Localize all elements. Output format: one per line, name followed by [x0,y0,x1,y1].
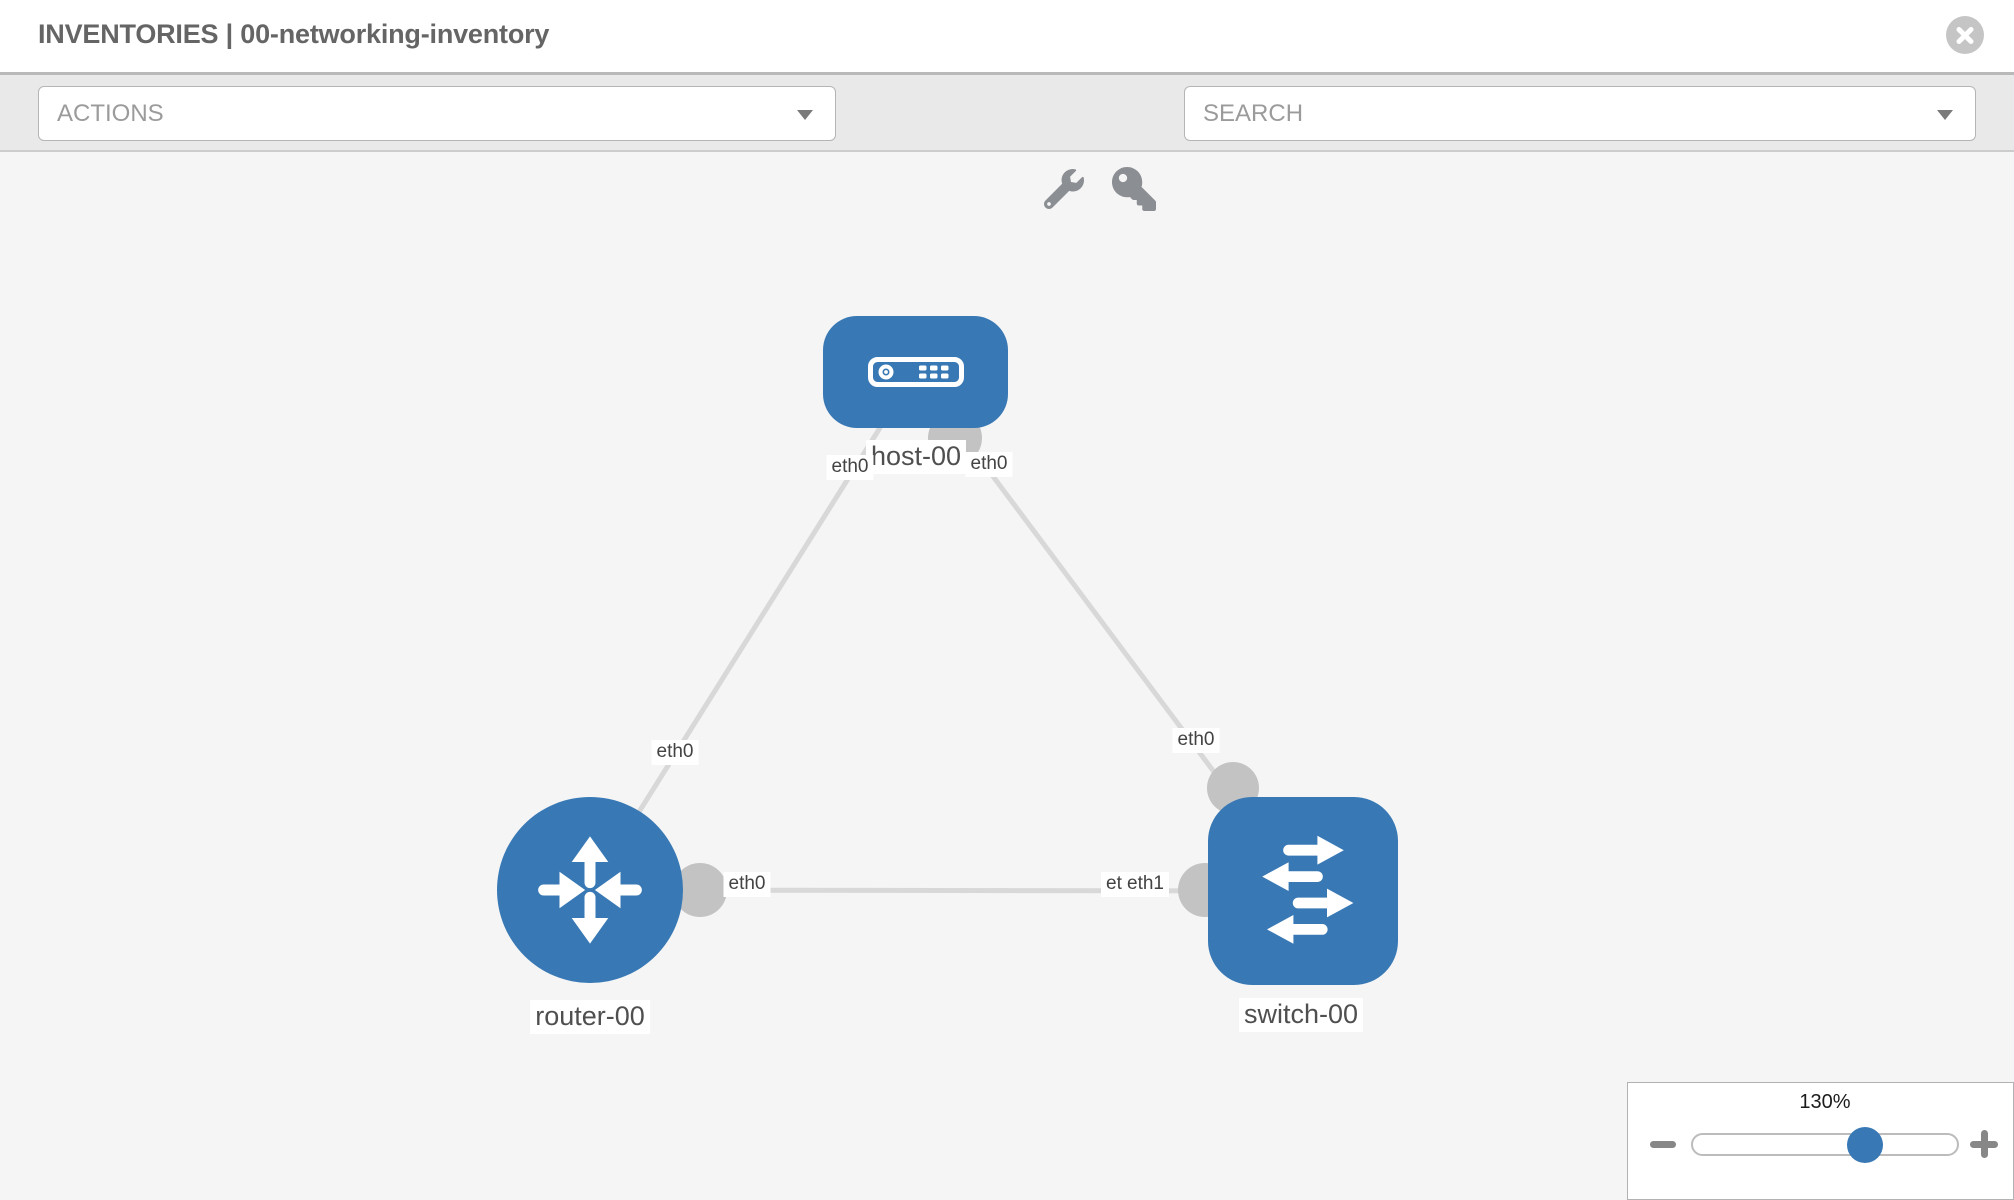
iface-label-switch-front: eth1 [1122,872,1169,897]
zoom-out-button[interactable] [1650,1141,1676,1148]
node-router-00[interactable] [497,797,683,983]
node-switch-00[interactable] [1208,797,1398,985]
zoom-slider-thumb[interactable] [1847,1127,1883,1163]
topology-canvas[interactable]: host-00 router-00 switch-00 eth0 eth0 et… [0,152,2014,1200]
iface-label-host-to-router: eth0 [826,455,874,480]
wrench-icon [1043,169,1084,210]
actions-dropdown[interactable]: ACTIONS [38,86,836,141]
host-icon [867,357,964,387]
chevron-down-icon [1937,109,1953,120]
zoom-in-button[interactable] [1970,1130,1998,1158]
actions-dropdown-label: ACTIONS [57,99,164,127]
key-icon [1112,167,1156,211]
toolbar: ACTIONS SEARCH [0,75,2014,211]
header-bar: INVENTORIES | 00-networking-inventory [0,0,2014,75]
close-icon[interactable] [1946,16,1984,54]
node-host-00[interactable] [823,316,1008,428]
zoom-slider-track[interactable] [1691,1133,1959,1156]
search-dropdown-label: SEARCH [1203,99,1304,127]
node-label-router-00: router-00 [530,1000,650,1034]
switch-icon [1262,835,1354,944]
key-button[interactable] [1112,167,1156,216]
zoom-level-value: 130% [1799,1091,1851,1113]
wrench-button[interactable] [1043,169,1084,214]
node-label-switch-00: switch-00 [1238,998,1364,1032]
topology-links-layer [587,370,1306,917]
chevron-down-icon [797,109,813,120]
zoom-control-panel: 130% [1627,1082,2014,1200]
connector-router-right [673,863,727,917]
router-icon [538,836,642,944]
iface-label-router-to-host: eth0 [651,740,699,765]
node-label-host-00: host-00 [865,440,967,474]
iface-label-host-to-switch: eth0 [965,452,1013,477]
page-title: INVENTORIES | 00-networking-inventory [38,19,550,49]
search-dropdown[interactable]: SEARCH [1184,86,1976,141]
iface-label-router-to-switch: eth0 [723,872,771,897]
iface-label-switch-to-host: eth0 [1172,728,1220,753]
